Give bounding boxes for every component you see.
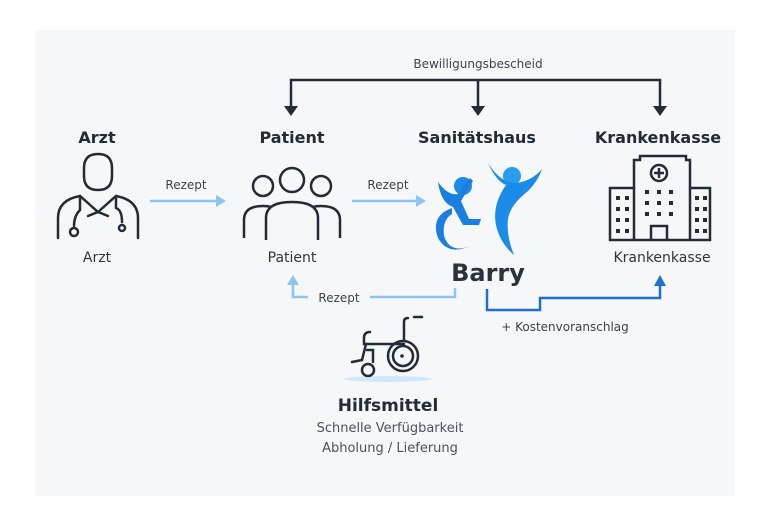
rezept-label-1: Rezept bbox=[165, 178, 206, 192]
rezept-arrow-arzt-patient bbox=[150, 195, 226, 207]
diagram-panel bbox=[35, 30, 735, 496]
label-arzt: Arzt bbox=[83, 250, 112, 266]
patients-group-icon bbox=[242, 166, 342, 240]
hilfsmittel-line-2: Abholung / Lieferung bbox=[322, 441, 458, 456]
hospital-building-icon bbox=[608, 154, 712, 242]
heading-krankenkasse: Krankenkasse bbox=[595, 128, 721, 147]
hospital-windows bbox=[616, 190, 707, 233]
rezept-label-2: Rezept bbox=[367, 178, 408, 192]
hilfsmittel-line-1: Schnelle Verfügbarkeit bbox=[317, 421, 464, 436]
approval-arrowheads bbox=[284, 106, 667, 116]
rezept-arrow-patient-sanitaetshaus bbox=[352, 195, 426, 207]
hilfsmittel-title: Hilfsmittel bbox=[338, 396, 439, 416]
rezept-arrow-sanitaetshaus-patient bbox=[291, 283, 457, 299]
heading-patient: Patient bbox=[259, 128, 324, 147]
heading-arzt: Arzt bbox=[78, 128, 116, 147]
wheelchair-icon bbox=[344, 315, 432, 382]
rezept-arrowhead bbox=[287, 275, 299, 285]
kostenvoranschlag-arrow bbox=[485, 275, 666, 312]
barry-logo bbox=[435, 163, 542, 255]
rezept-label-3: Rezept bbox=[318, 291, 359, 305]
doctor-icon bbox=[56, 152, 140, 240]
label-patient: Patient bbox=[268, 250, 317, 266]
approval-label: Bewilligungsbescheid bbox=[413, 57, 542, 71]
kostenvoranschlag-label: + Kostenvoranschlag bbox=[501, 320, 629, 334]
label-krankenkasse: Krankenkasse bbox=[613, 250, 710, 266]
heading-sanitaetshaus: Sanitätshaus bbox=[418, 128, 536, 147]
label-barry: Barry bbox=[451, 259, 525, 287]
approval-arrows bbox=[289, 78, 662, 108]
